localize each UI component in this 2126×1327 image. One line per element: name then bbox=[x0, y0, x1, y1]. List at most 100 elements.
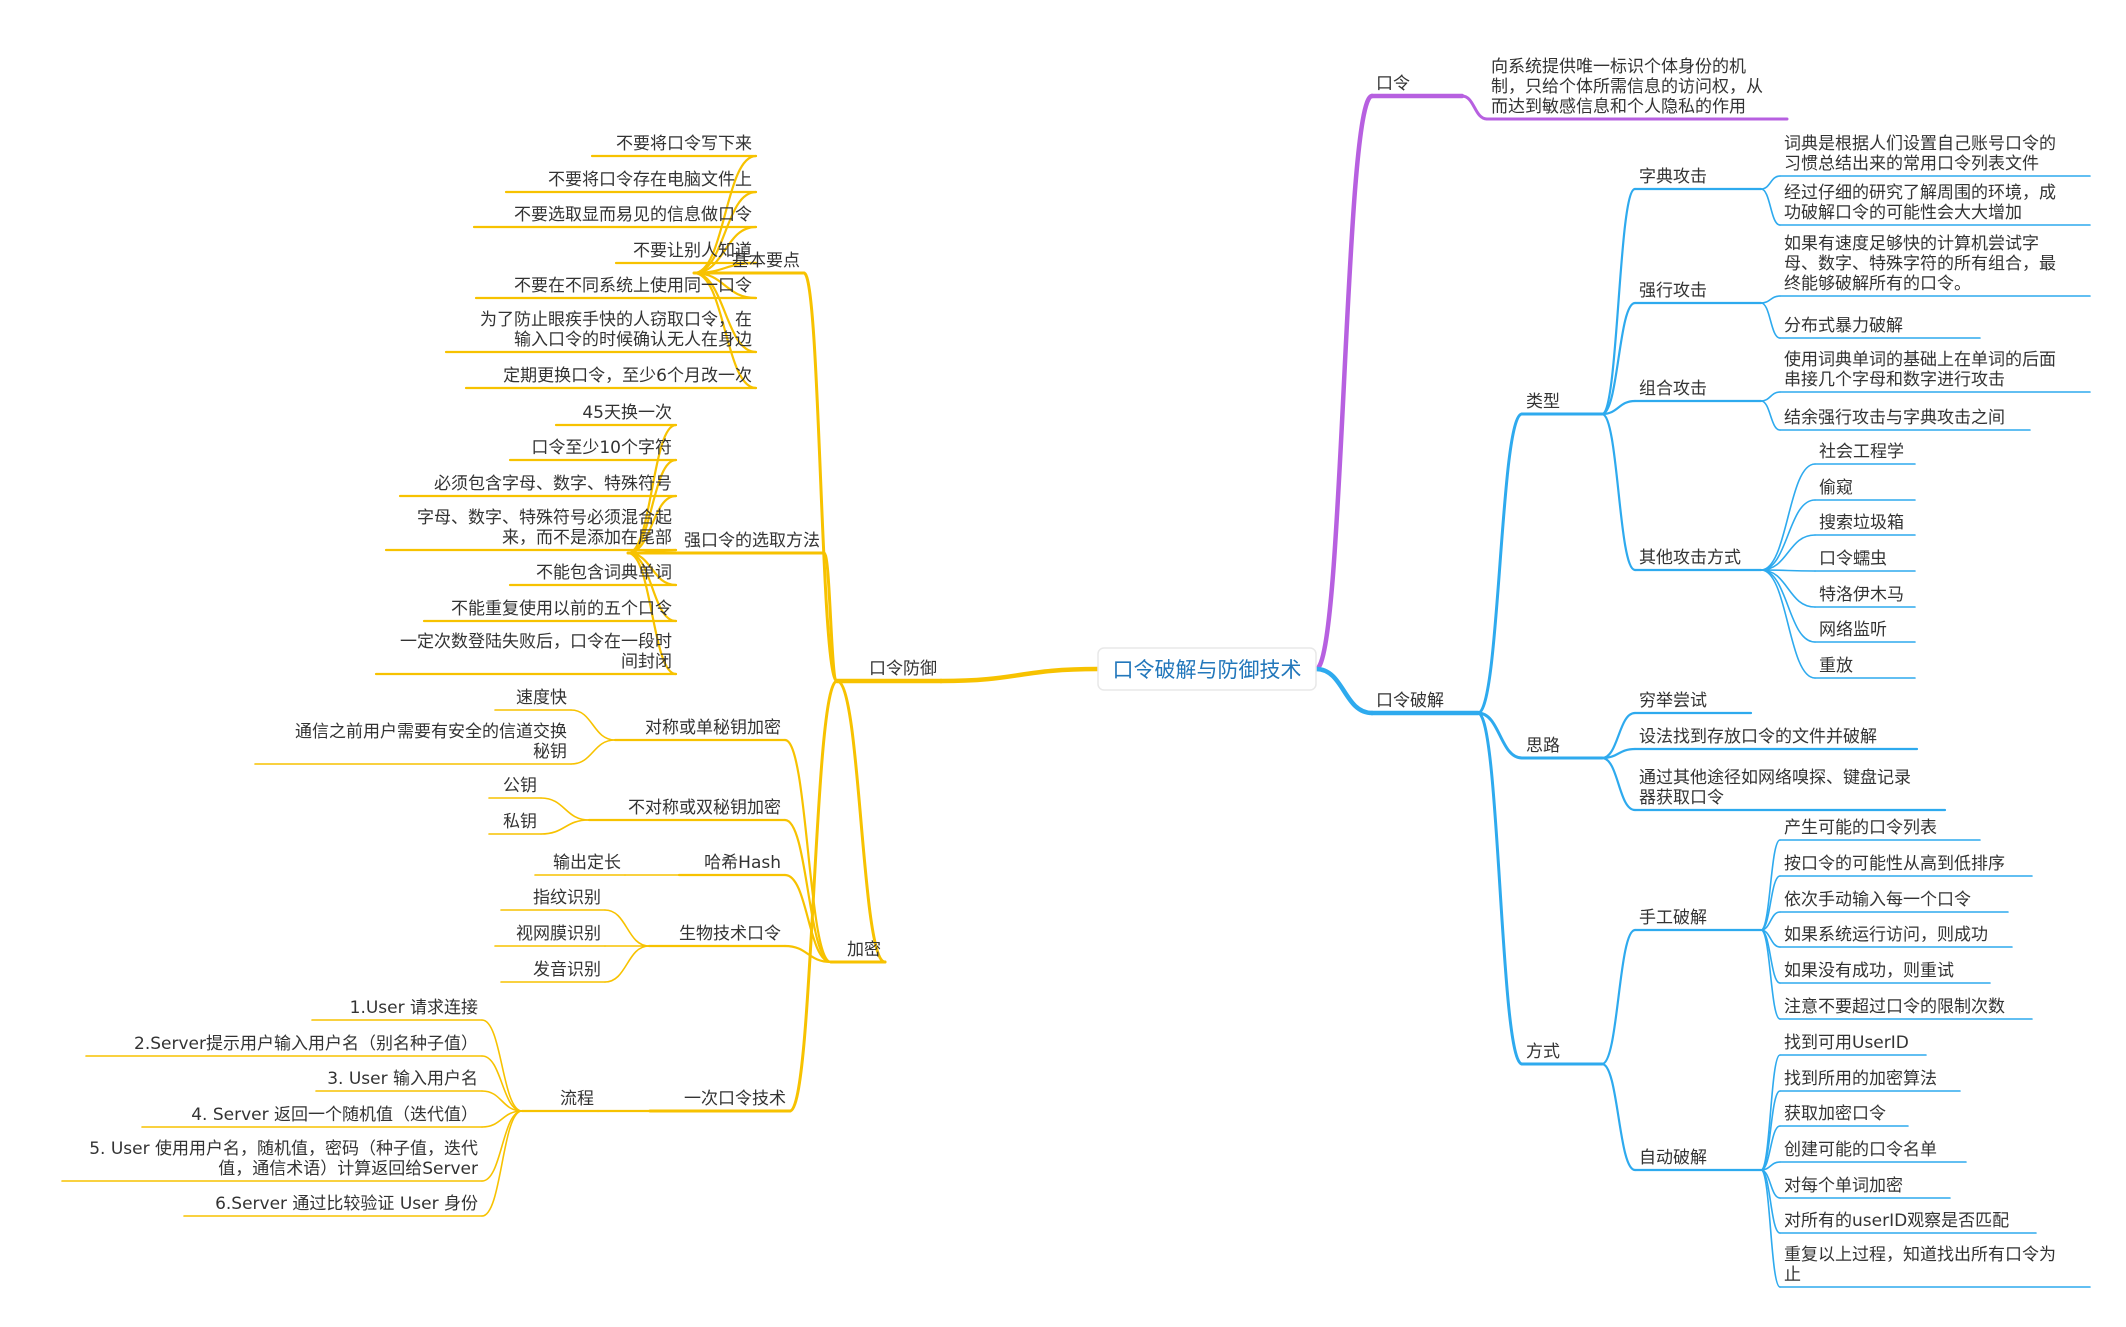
branch-curve bbox=[481, 1110, 523, 1217]
topic-node[interactable]: 手工破解 bbox=[1639, 908, 1707, 928]
topic-node[interactable]: 私钥 bbox=[503, 812, 537, 832]
topic-label: 强行攻击 bbox=[1639, 281, 1707, 301]
topic-node[interactable]: 按口令的可能性从高到低排序 bbox=[1784, 854, 2005, 874]
topic-node[interactable]: 网络监听 bbox=[1819, 620, 1887, 640]
topic-node[interactable]: 输出定长 bbox=[553, 853, 621, 873]
topic-node[interactable]: 指纹识别 bbox=[533, 888, 601, 908]
topic-node[interactable]: 如果系统运行访问，则成功 bbox=[1784, 925, 1988, 945]
topic-node[interactable]: 2.Server提示用户输入用户名（别名种子值） bbox=[134, 1034, 478, 1054]
topic-node[interactable]: 字典攻击 bbox=[1639, 167, 1707, 187]
topic-label: 定期更换口令，至少6个月改一次 bbox=[503, 366, 752, 386]
topic-node[interactable]: 基本要点 bbox=[732, 251, 800, 271]
topic-node[interactable]: 哈希Hash bbox=[704, 853, 781, 873]
topic-node[interactable]: 不要将口令写下来 bbox=[616, 134, 752, 154]
topic-node[interactable]: 对称或单秘钥加密 bbox=[645, 718, 781, 738]
topic-node[interactable]: 分布式暴力破解 bbox=[1784, 316, 1903, 336]
topic-node[interactable]: 发音识别 bbox=[533, 960, 601, 980]
topic-node[interactable]: 词典是根据人们设置自己账号口令的习惯总结出来的常用口令列表文件 bbox=[1784, 134, 2056, 174]
topic-node[interactable]: 生物技术口令 bbox=[679, 924, 781, 944]
topic-node[interactable]: 找到可用UserID bbox=[1784, 1033, 1909, 1053]
mind-map-nodes: 口令 向系统提供唯一标识个体身份的机制，只给个体所需信息的访问权，从而达到敏感信息… bbox=[89, 57, 2056, 1285]
topic-node[interactable]: 不要让别人知道 bbox=[633, 241, 752, 261]
topic-label: 通信之前用户需要有安全的信道交换秘钥 bbox=[295, 722, 567, 762]
topic-label: 流程 bbox=[560, 1089, 594, 1109]
branch-curve bbox=[1600, 756, 1637, 812]
topic-label: 重复以上过程，知道找出所有口令为止 bbox=[1784, 1245, 2056, 1285]
topic-node[interactable]: 如果没有成功，则重试 bbox=[1784, 961, 1954, 981]
topic-label: 5. User 使用用户名，随机值，密码（种子值，迭代值，通信术语）计算返回给S… bbox=[89, 1138, 478, 1179]
topic-node[interactable]: 6.Server 通过比较验证 User 身份 bbox=[215, 1194, 478, 1214]
topic-node[interactable]: 3. User 输入用户名 bbox=[327, 1069, 478, 1089]
topic-node[interactable]: 注意不要超过口令的限制次数 bbox=[1784, 997, 2005, 1017]
topic-node[interactable]: 不要将口令存在电脑文件上 bbox=[548, 170, 752, 190]
topic-node[interactable]: 通过其他途径如网络嗅探、键盘记录器获取口令 bbox=[1639, 768, 1911, 808]
topic-node[interactable]: 结余强行攻击与字典攻击之间 bbox=[1784, 408, 2005, 428]
topic-node[interactable]: 方式 bbox=[1526, 1042, 1560, 1062]
topic-node[interactable]: 不能包含词典单词 bbox=[536, 563, 672, 583]
topic-node[interactable]: 社会工程学 bbox=[1819, 442, 1904, 462]
topic-label: 分布式暴力破解 bbox=[1784, 316, 1903, 336]
topic-node[interactable]: 口令防御 bbox=[869, 659, 937, 679]
topic-node[interactable]: 找到所用的加密算法 bbox=[1784, 1069, 1937, 1089]
topic-node[interactable]: 产生可能的口令列表 bbox=[1784, 818, 1937, 838]
topic-node[interactable]: 如果有速度足够快的计算机尝试字母、数字、特殊字符的所有组合，最终能够破解所有的口… bbox=[1784, 234, 2056, 294]
topic-node[interactable]: 口令至少10个字符 bbox=[531, 438, 672, 458]
branch-curve bbox=[788, 679, 839, 1113]
root-node[interactable]: 口令破解与防御技术 bbox=[1097, 647, 1317, 691]
topic-node[interactable]: 5. User 使用用户名，随机值，密码（种子值，迭代值，通信术语）计算返回给S… bbox=[89, 1138, 478, 1179]
topic-node[interactable]: 组合攻击 bbox=[1639, 379, 1707, 399]
topic-node[interactable]: 对所有的userID观察是否匹配 bbox=[1784, 1211, 2009, 1231]
topic-label: 口令防御 bbox=[869, 659, 937, 679]
topic-node[interactable]: 经过仔细的研究了解周围的环境，成功破解口令的可能性会大大增加 bbox=[1784, 183, 2056, 223]
topic-node[interactable]: 一定次数登陆失败后，口令在一段时间封闭 bbox=[400, 632, 672, 672]
topic-node[interactable]: 获取加密口令 bbox=[1784, 1104, 1886, 1124]
topic-node[interactable]: 定期更换口令，至少6个月改一次 bbox=[503, 366, 752, 386]
topic-node[interactable]: 速度快 bbox=[516, 688, 567, 708]
topic-node[interactable]: 其他攻击方式 bbox=[1639, 548, 1741, 568]
topic-node[interactable]: 公钥 bbox=[503, 776, 537, 796]
branch-curve bbox=[1760, 188, 1781, 226]
branch-curve bbox=[692, 271, 758, 300]
topic-node[interactable]: 搜索垃圾箱 bbox=[1819, 513, 1904, 533]
topic-node[interactable]: 自动破解 bbox=[1639, 1148, 1707, 1168]
topic-node[interactable]: 特洛伊木马 bbox=[1819, 585, 1904, 605]
branch-curve bbox=[1760, 839, 1781, 931]
topic-node[interactable]: 45天换一次 bbox=[582, 403, 672, 423]
topic-node[interactable]: 不对称或双秘钥加密 bbox=[628, 798, 781, 818]
topic-node[interactable]: 依次手动输入每一个口令 bbox=[1784, 890, 1971, 910]
topic-node[interactable]: 重放 bbox=[1819, 656, 1853, 676]
topic-node[interactable]: 强口令的选取方法 bbox=[684, 531, 820, 551]
topic-node[interactable]: 类型 bbox=[1526, 392, 1560, 412]
topic-node[interactable]: 不能重复使用以前的五个口令 bbox=[451, 598, 672, 619]
branch-curve bbox=[1760, 499, 1816, 571]
topic-node[interactable]: 字母、数字、特殊符号必须混合起来，而不是添加在尾部 bbox=[417, 508, 672, 548]
topic-node[interactable]: 对每个单词加密 bbox=[1784, 1176, 1903, 1196]
topic-node[interactable]: 重复以上过程，知道找出所有口令为止 bbox=[1784, 1245, 2056, 1285]
topic-node[interactable]: 思路 bbox=[1526, 736, 1560, 756]
topic-node[interactable]: 使用词典单词的基础上在单词的后面串接几个字母和数字进行攻击 bbox=[1784, 349, 2056, 390]
topic-node[interactable]: 设法找到存放口令的文件并破解 bbox=[1639, 727, 1877, 747]
topic-node[interactable]: 不要选取显而易见的信息做口令 bbox=[514, 205, 752, 225]
topic-node[interactable]: 视网膜识别 bbox=[516, 924, 601, 944]
topic-node[interactable]: 创建可能的口令名单 bbox=[1784, 1140, 1937, 1160]
topic-node[interactable]: 4. Server 返回一个随机值（迭代值） bbox=[191, 1105, 478, 1125]
topic-node[interactable]: 为了防止眼疾手快的人窃取口令，在输入口令的时候确认无人在身边 bbox=[480, 310, 752, 350]
topic-node[interactable]: 强行攻击 bbox=[1639, 281, 1707, 301]
topic-node[interactable]: 不要在不同系统上使用同一口令 bbox=[514, 275, 752, 296]
topic-node[interactable]: 加密 bbox=[847, 940, 881, 960]
topic-label: 1.User 请求连接 bbox=[350, 998, 478, 1018]
topic-node[interactable]: 口令 bbox=[1376, 74, 1410, 94]
topic-node[interactable]: 向系统提供唯一标识个体身份的机制，只给个体所需信息的访问权，从而达到敏感信息和个… bbox=[1491, 57, 1763, 117]
topic-node[interactable]: 1.User 请求连接 bbox=[350, 998, 478, 1018]
topic-node[interactable]: 穷举尝试 bbox=[1639, 691, 1707, 711]
topic-node[interactable]: 口令蠕虫 bbox=[1819, 549, 1887, 569]
topic-node[interactable]: 偷窥 bbox=[1819, 478, 1853, 498]
branch-curve bbox=[783, 818, 833, 964]
topic-node[interactable]: 流程 bbox=[560, 1089, 594, 1109]
topic-label: 字典攻击 bbox=[1639, 167, 1707, 187]
topic-node[interactable]: 一次口令技术 bbox=[684, 1089, 786, 1109]
topic-node[interactable]: 口令破解 bbox=[1376, 691, 1444, 711]
topic-node[interactable]: 通信之前用户需要有安全的信道交换秘钥 bbox=[295, 722, 567, 762]
topic-label: 经过仔细的研究了解周围的环境，成功破解口令的可能性会大大增加 bbox=[1784, 183, 2056, 223]
topic-node[interactable]: 必须包含字母、数字、特殊符号 bbox=[434, 474, 672, 494]
